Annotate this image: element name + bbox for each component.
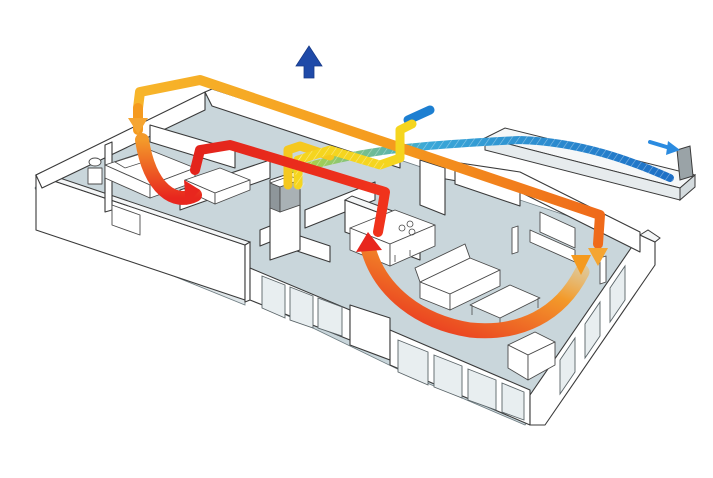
nightstand-lamp bbox=[87, 157, 103, 185]
airflow-arrow-icon bbox=[356, 232, 382, 252]
airflow-arrow-icon bbox=[588, 248, 608, 266]
airflow-arrow-icon bbox=[184, 180, 200, 205]
airflow-arrow-icon bbox=[571, 255, 591, 275]
tv-cabinet bbox=[511, 211, 607, 285]
extract-duct bbox=[190, 140, 390, 237]
exhaust-up-arrow-icon bbox=[295, 45, 323, 79]
armchair bbox=[507, 331, 556, 381]
supply-outlet-arrows bbox=[128, 118, 608, 275]
wardrobe bbox=[111, 204, 141, 236]
front-windows bbox=[261, 264, 626, 421]
airflow-arrow-icon bbox=[128, 118, 148, 134]
airflow-arc-living bbox=[356, 232, 590, 339]
fresh-air-arrow-icon bbox=[648, 140, 680, 155]
sofa bbox=[414, 243, 501, 311]
airflow-arc-bedroom bbox=[135, 133, 202, 205]
